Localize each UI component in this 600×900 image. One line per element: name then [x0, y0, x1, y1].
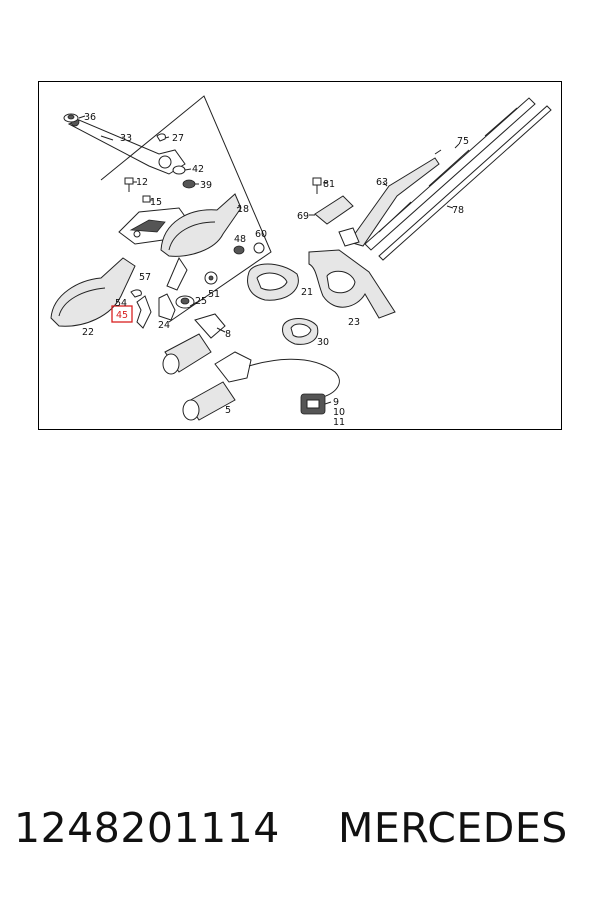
callout-39: 39	[200, 180, 212, 191]
callout-21: 21	[301, 287, 313, 298]
callout-78: 78	[452, 205, 464, 216]
callout-23: 23	[348, 317, 360, 328]
washer-51	[204, 271, 218, 285]
seal-30	[282, 318, 319, 345]
motor-8	[162, 313, 226, 375]
callout-labels: 36 33 27 42 12 39 15 18 48 60 57 51 54 4…	[82, 112, 469, 428]
callout-57: 57	[139, 272, 151, 283]
callout-12: 12	[136, 177, 148, 188]
washer-36	[63, 113, 79, 123]
connector-9	[300, 393, 326, 415]
cover-69	[314, 195, 354, 225]
callout-10: 10	[333, 407, 345, 418]
linkage-rod-33	[67, 117, 186, 175]
callout-75: 75	[457, 136, 469, 147]
exploded-view-drawing: 36 33 27 42 12 39 15 18 48 60 57 51 54 4…	[50, 95, 552, 428]
cover-22	[50, 257, 136, 327]
callout-22: 22	[82, 327, 94, 338]
brand-name: MERCEDES	[338, 804, 568, 852]
callout-11: 11	[333, 417, 345, 428]
clip-27	[156, 133, 166, 142]
nut-39	[182, 179, 196, 189]
callout-81: 81	[323, 179, 335, 190]
callout-27: 27	[172, 133, 184, 144]
callout-63: 63	[376, 177, 388, 188]
callout-48: 48	[234, 234, 246, 245]
caption: 1248201114 MERCEDES	[0, 800, 600, 860]
callout-24: 24	[158, 320, 170, 331]
callout-42: 42	[192, 164, 204, 175]
seal-21	[247, 263, 299, 301]
nut-48	[233, 245, 245, 255]
callout-30: 30	[317, 337, 329, 348]
part-number: 1248201114	[14, 804, 280, 852]
callout-15: 15	[150, 197, 162, 208]
bracket-45	[136, 295, 152, 329]
callout-60: 60	[255, 229, 267, 240]
wiper-arm-63	[338, 149, 442, 247]
motor-5	[182, 351, 252, 421]
housing-23	[308, 249, 396, 319]
callout-5: 5	[225, 405, 231, 416]
callout-54: 54	[115, 298, 127, 309]
grommet-25	[175, 295, 195, 309]
cap-60	[253, 242, 265, 254]
clip-57	[130, 289, 142, 298]
callout-51: 51	[208, 289, 220, 300]
callout-36: 36	[84, 112, 96, 123]
cover-18	[160, 193, 242, 291]
callout-33: 33	[120, 133, 132, 144]
wiper-blade-75	[364, 97, 536, 251]
callout-8: 8	[225, 329, 231, 340]
callout-9: 9	[333, 397, 339, 408]
wiper-frame	[118, 207, 190, 245]
nut-42	[172, 165, 186, 175]
wiper-rubber-78	[378, 105, 552, 261]
seal-24	[158, 293, 176, 321]
callout-45: 45	[116, 310, 128, 321]
callout-69: 69	[297, 211, 309, 222]
bolt-12	[124, 177, 134, 192]
bolt-81	[312, 177, 322, 194]
cable	[248, 358, 340, 399]
callout-18: 18	[237, 204, 249, 215]
callout-25: 25	[195, 296, 207, 307]
highlight-box-45	[111, 305, 133, 323]
leader-lines	[78, 115, 460, 405]
bolt-15	[142, 195, 151, 203]
parts-diagram: 36 33 27 42 12 39 15 18 48 60 57 51 54 4…	[38, 81, 562, 430]
detail-box-outline	[100, 95, 272, 323]
